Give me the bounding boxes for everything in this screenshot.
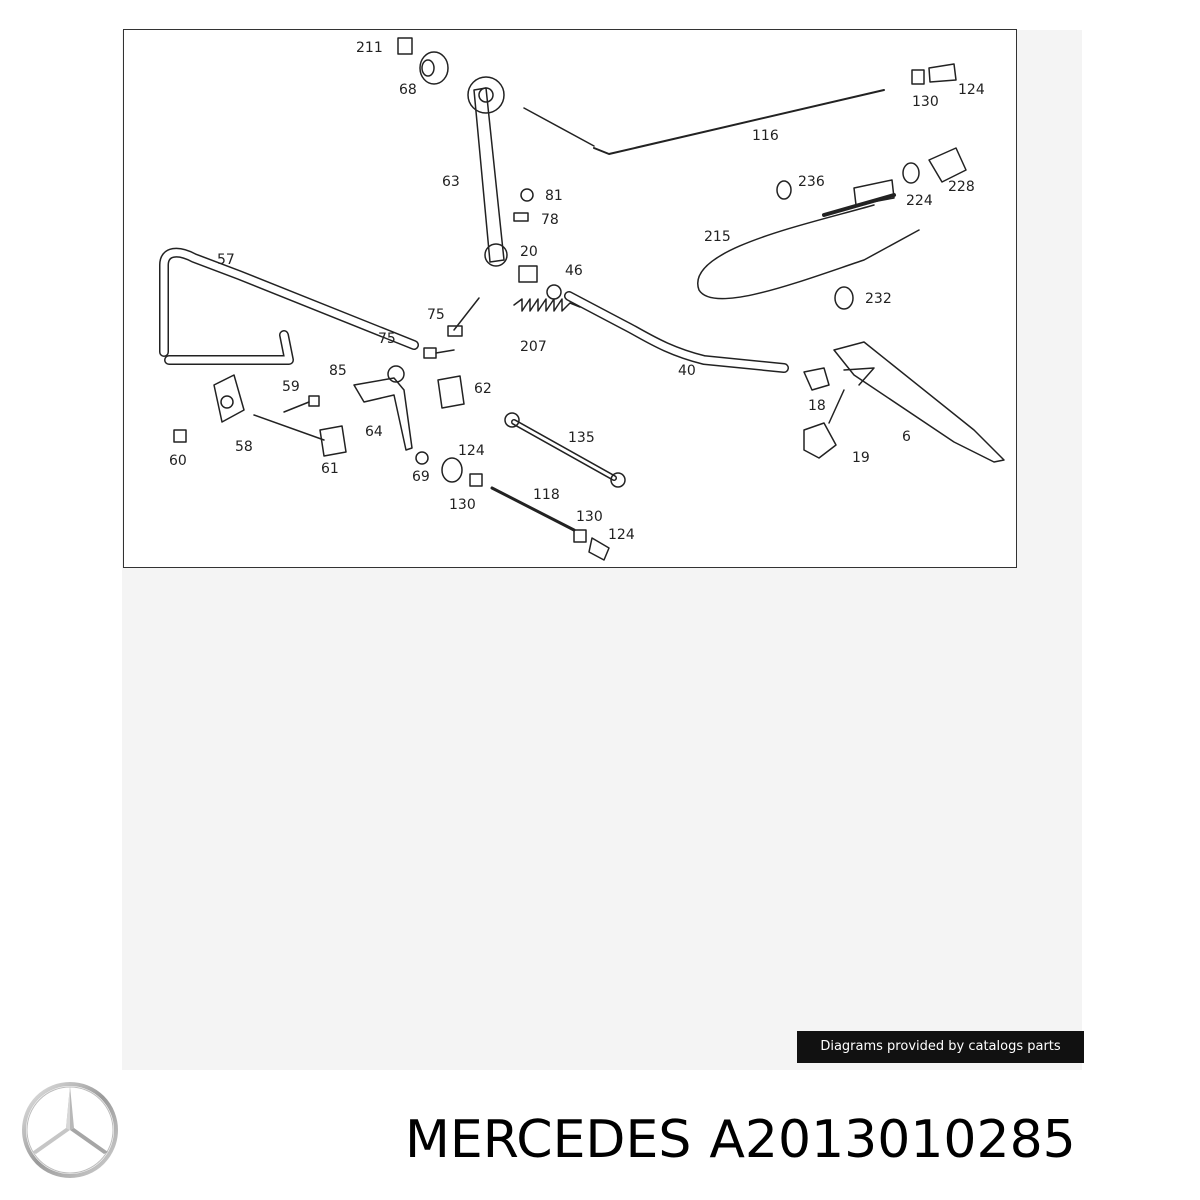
- part-label: 18: [808, 398, 826, 414]
- leader-116: [523, 107, 595, 147]
- bushing-20: [518, 265, 538, 283]
- part-label: 211: [356, 40, 383, 56]
- mercedes-star-logo-icon: [22, 1082, 118, 1178]
- nut-81: [520, 188, 534, 202]
- part-label: 57: [217, 252, 235, 268]
- part-label: 46: [565, 263, 583, 279]
- part-label: 64: [365, 424, 383, 440]
- bolt-75b: [423, 347, 437, 359]
- part-label: 63: [442, 174, 460, 190]
- part-label: 130: [912, 94, 939, 110]
- part-label: 118: [533, 487, 560, 503]
- lever-63-head: [467, 76, 505, 114]
- part-label: 81: [545, 188, 563, 204]
- rod-118: [490, 486, 576, 532]
- ring-236: [776, 180, 792, 200]
- clip-211: [397, 37, 413, 55]
- brand-name: MERCEDES: [405, 1110, 692, 1170]
- part-label: 75: [427, 307, 445, 323]
- lever-63: [473, 87, 505, 263]
- part-label: 58: [235, 439, 253, 455]
- part-label: 40: [678, 363, 696, 379]
- nut-130-mid: [469, 473, 483, 487]
- part-label: 124: [958, 82, 985, 98]
- bolt-75: [453, 297, 480, 331]
- socket-124-top: [928, 63, 957, 83]
- fitting-18: [803, 367, 830, 391]
- brand-part-number: MERCEDES A2013010285: [405, 1105, 1195, 1175]
- nut-130-low: [573, 529, 587, 543]
- part-label: 124: [458, 443, 485, 459]
- parts-diagram: 211 68 130 124 116 63 81 78 236 228 224 …: [123, 29, 1017, 568]
- part-label: 236: [798, 174, 825, 190]
- part-label: 135: [568, 430, 595, 446]
- part-label: 124: [608, 527, 635, 543]
- parts-diagram-drawing: 211 68 130 124 116 63 81 78 236 228 224 …: [159, 37, 1005, 561]
- ball-69: [415, 451, 429, 465]
- part-label: 130: [449, 497, 476, 513]
- ring-46: [546, 284, 562, 300]
- screw-59: [283, 401, 310, 413]
- nut-130-top: [911, 69, 925, 85]
- part-label: 85: [329, 363, 347, 379]
- bushing-68: [419, 51, 449, 85]
- clip-61: [319, 425, 347, 457]
- cable-40: [564, 291, 789, 373]
- part-label: 68: [399, 82, 417, 98]
- part-label: 228: [948, 179, 975, 195]
- part-label: 60: [169, 453, 187, 469]
- clip-62: [437, 375, 465, 409]
- spring-207: [513, 298, 581, 312]
- part-label: 59: [282, 379, 300, 395]
- pivot-85: [387, 365, 405, 383]
- part-label: 62: [474, 381, 492, 397]
- part-label: 61: [321, 461, 339, 477]
- part-label: 224: [906, 193, 933, 209]
- part-label: 20: [520, 244, 538, 260]
- socket-124-mid: [441, 457, 463, 483]
- diagram-credit-caption: Diagrams provided by catalogs parts: [797, 1031, 1084, 1063]
- fitting-19: [803, 422, 837, 459]
- lever-64: [353, 377, 413, 451]
- part-label: 130: [576, 509, 603, 525]
- part-labels: 211 68 130 124 116 63 81 78 236 228 224 …: [169, 40, 985, 543]
- part-label: 19: [852, 450, 870, 466]
- bracket-58: [213, 374, 245, 423]
- part-label: 75: [378, 331, 396, 347]
- part-label: 207: [520, 339, 547, 355]
- part-label: 78: [541, 212, 559, 228]
- clip-78: [513, 212, 529, 222]
- part-label: 232: [865, 291, 892, 307]
- rod-116: [593, 89, 885, 155]
- nut-60: [173, 429, 187, 443]
- part-label: 6: [902, 429, 911, 445]
- cable-215: [696, 204, 920, 300]
- part-label: 116: [752, 128, 779, 144]
- part-number: A2013010285: [709, 1110, 1076, 1170]
- pivot-20: [484, 243, 508, 267]
- grommet-232: [834, 286, 854, 310]
- part-label: 69: [412, 469, 430, 485]
- part-label: 215: [704, 229, 731, 245]
- pedal-6: [833, 341, 1005, 463]
- cap-228: [928, 147, 967, 183]
- socket-124-low: [588, 537, 610, 561]
- fitting-224: [853, 179, 895, 206]
